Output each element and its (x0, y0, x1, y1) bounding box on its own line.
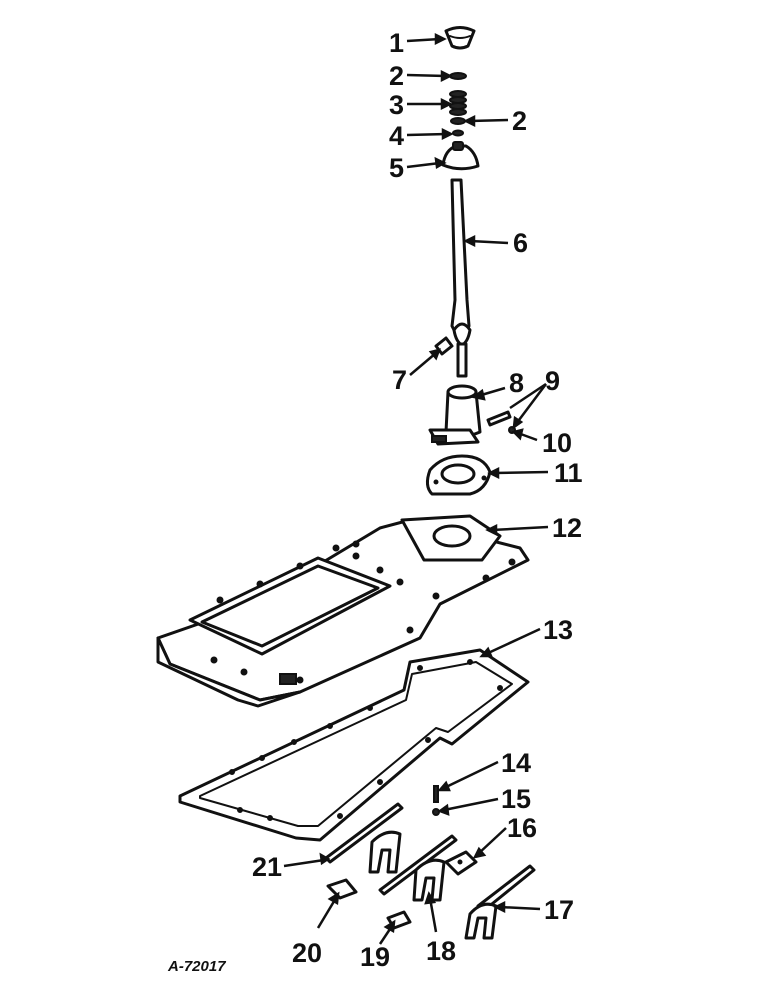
part-12-shifter-cover (156, 514, 530, 708)
callout-2: 2 (389, 61, 404, 91)
part-17-shift-fork-rod (464, 864, 536, 940)
part-1-knob (444, 26, 476, 50)
callout-20: 20 (292, 938, 322, 968)
callout-8: 8 (509, 368, 524, 398)
callout-4: 4 (389, 121, 404, 151)
part-20-key (326, 878, 358, 900)
callout-12: 12 (552, 513, 582, 543)
part-21-shift-fork-rod (324, 802, 404, 874)
callout-18: 18 (426, 936, 456, 966)
callout-3: 3 (389, 90, 404, 120)
callout-16: 16 (507, 813, 537, 843)
part-5-cap (441, 141, 480, 171)
callout-labels: 1 2 2 3 4 5 6 7 8 9 10 11 12 13 14 15 16… (252, 28, 583, 972)
callout-5: 5 (389, 153, 404, 183)
part-18-shift-fork-rod (378, 834, 458, 902)
callout-7: 7 (392, 365, 407, 395)
leader-lines (283, 32, 549, 945)
callout-13: 13 (543, 615, 573, 645)
figure-id-label: A-72017 (167, 958, 226, 975)
part-4-washer (452, 129, 464, 137)
callout-1: 1 (389, 28, 404, 58)
callout-11: 11 (554, 458, 583, 488)
callout-2: 2 (512, 106, 527, 136)
callout-15: 15 (501, 784, 531, 814)
callout-9: 9 (545, 366, 560, 396)
callout-17: 17 (544, 895, 574, 925)
callout-19: 19 (360, 942, 390, 972)
part-2-washer-lower (450, 117, 466, 125)
part-3-spring (449, 90, 467, 116)
callout-6: 6 (513, 228, 528, 258)
part-15-ball (432, 808, 440, 816)
part-16-lock-plate (444, 850, 478, 876)
callout-10: 10 (542, 428, 572, 458)
callout-14: 14 (501, 748, 531, 778)
part-14-pin (433, 785, 439, 803)
part-11-gasket (425, 454, 492, 496)
part-8-lever-housing (428, 384, 482, 446)
part-9-pin (486, 410, 512, 427)
part-6-shift-lever (450, 178, 472, 378)
callout-21: 21 (252, 852, 282, 882)
part-13-pan-gasket (178, 648, 530, 842)
